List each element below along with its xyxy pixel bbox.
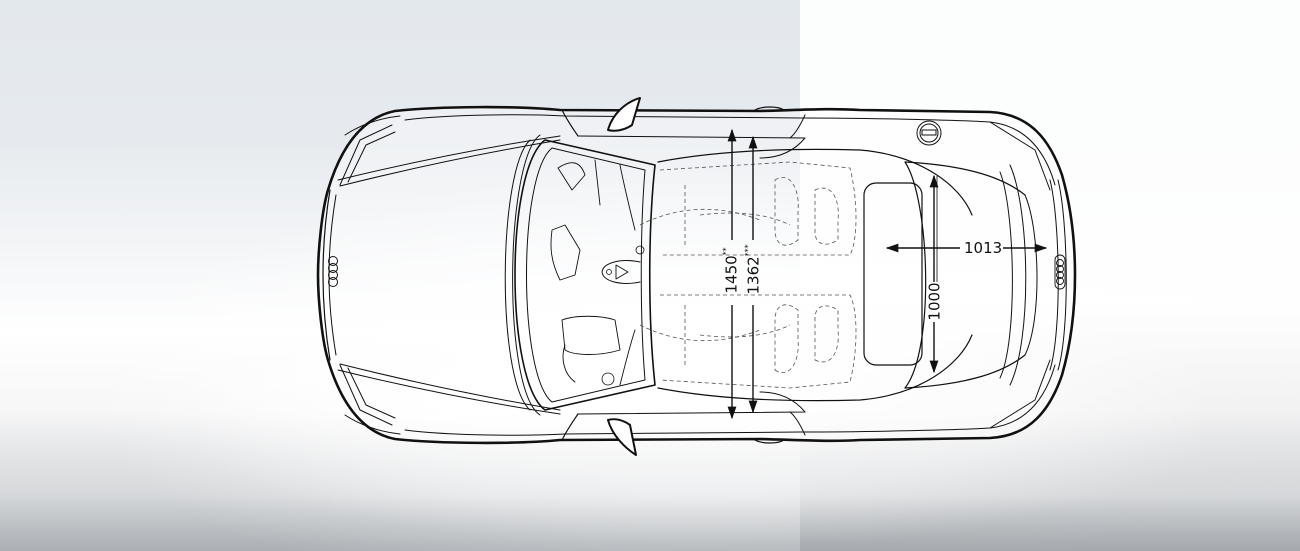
brand-rings-rear — [1054, 254, 1066, 290]
mirror-right — [607, 418, 637, 456]
dim-1362-footnote: *** — [743, 244, 753, 257]
side-mirrors — [607, 97, 641, 456]
dim-1013-value: 1013 — [964, 239, 1003, 257]
background-floor-shadow — [0, 411, 1300, 551]
dim-1450-value: 1450 — [722, 255, 741, 294]
dimension-lines — [727, 128, 1048, 420]
dimension-label-1450: 1450** — [722, 247, 741, 294]
dimension-label-1362: 1362*** — [744, 244, 763, 295]
mirror-left — [607, 97, 641, 132]
brand-rings-front — [328, 256, 338, 287]
dimension-label-1000: 1000 — [925, 282, 944, 322]
dimension-label-1013: 1013 — [964, 241, 1002, 256]
fuel-cap-icon — [916, 120, 942, 146]
dim-1362-value: 1362 — [744, 256, 763, 295]
dim-1450-footnote: ** — [721, 247, 731, 256]
dim-1000-value: 1000 — [925, 282, 944, 321]
car-body — [316, 105, 1077, 445]
